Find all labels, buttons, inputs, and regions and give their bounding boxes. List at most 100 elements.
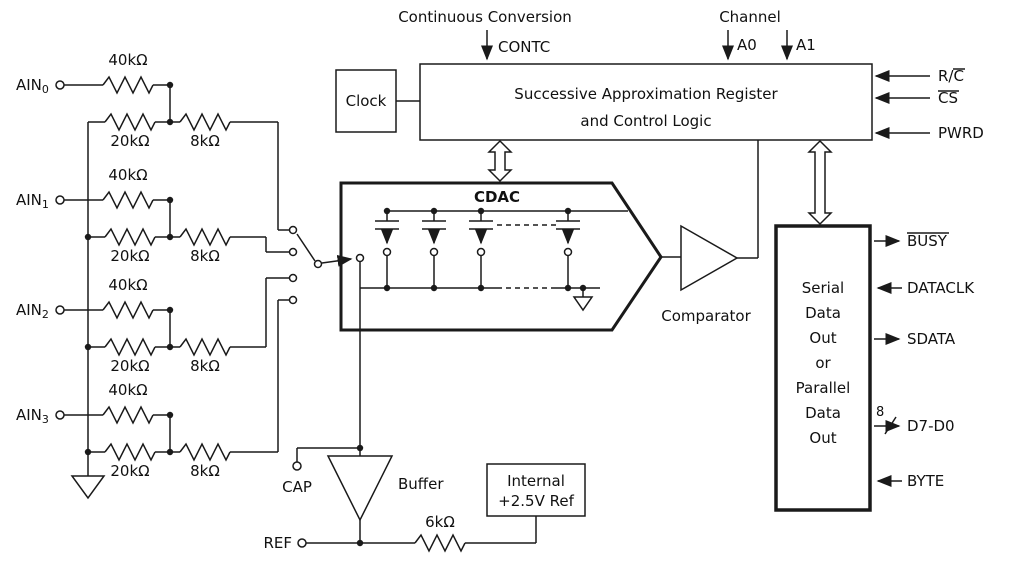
resistor-20k-ch0 [104,113,156,131]
ain0-label: AIN0 [16,76,49,96]
resistor-40k-ch1-label: 40kΩ [108,166,147,184]
sar-cdac-bus-arrow [487,139,513,183]
ground-rail [70,122,106,500]
rc-label: R/C [938,67,964,85]
conversion-annotation: Continuous Conversion CONTC [398,8,572,61]
comparator-to-sar-wire [737,140,759,259]
resistor-20k-ch0-label: 20kΩ [110,132,149,150]
sar-block: Successive Approximation Register and Co… [419,63,873,141]
ain3-label: AIN3 [16,406,49,426]
channel-1-network: AIN1 40kΩ 20kΩ 8kΩ [16,166,289,265]
a1-label: A1 [796,36,816,54]
resistor-40k-ch1 [102,191,154,209]
mux-contact-ch2 [288,273,298,283]
resistor-8k-ch2-label: 8kΩ [190,357,220,375]
channel-2-network: AIN2 40kΩ 20kΩ 8kΩ [16,276,289,375]
bus-width-label: 8 [876,405,884,420]
io-line-7: Out [809,429,836,447]
ain0-terminal [55,80,65,90]
internal-ref-block: Internal +2.5V Ref [486,463,586,517]
internal-ref-line2: +2.5V Ref [498,492,574,510]
resistor-8k-ch2 [179,338,231,356]
ain1-label: AIN1 [16,191,49,211]
cdac-cap-4 [556,207,580,292]
comparator-label: Comparator [661,307,751,325]
contc-label: CONTC [498,38,550,56]
cdac-cap-3 [469,207,493,292]
pwrd-label: PWRD [938,124,984,142]
buffer-label: Buffer [398,475,444,493]
channel-label: Channel [719,8,781,26]
resistor-8k-ch1 [179,228,231,246]
input-mux [288,225,353,305]
comparator: Comparator [661,224,752,325]
io-signals: BUSY DATACLK SDATA 8 D7-D0 BYTE [874,232,975,490]
channel-annotation: Channel A0 A1 [719,8,816,61]
mux-contact-ch1 [288,247,298,257]
a0-label: A0 [737,36,757,54]
resistor-40k-ch2 [102,301,154,319]
ground-symbol [70,475,106,500]
cdac-sample-switch-contact [355,253,365,263]
resistor-8k-ch0 [179,113,231,131]
cdac-cap-1 [375,207,399,292]
channel-3-network: AIN3 40kΩ 20kΩ 8kΩ [16,299,289,480]
io-line-6: Data [805,404,841,422]
bus-width-slash [884,416,897,435]
resistor-6k-label: 6kΩ [425,513,455,531]
clock-block: Clock [335,69,397,133]
ain2-label: AIN2 [16,301,49,321]
dataclk-label: DATACLK [907,279,975,297]
io-line-4: or [815,354,831,372]
d7d0-label: D7-D0 [907,417,955,435]
io-block: Serial Data Out or Parallel Data Out [774,224,872,512]
resistor-20k-ch2-label: 20kΩ [110,357,149,375]
ref-label: REF [263,534,292,552]
clock-label: Clock [346,92,387,110]
ref-terminal [297,538,307,548]
mux-to-cdac-wire [321,254,353,267]
sar-label-line2: and Control Logic [580,112,711,130]
resistor-20k-ch2 [104,338,156,356]
resistor-20k-ch3-label: 20kΩ [110,462,149,480]
reference-section: CAP Buffer REF 6kΩ Internal +2.5V Ref [263,288,586,552]
resistor-40k-ch3 [102,406,154,424]
resistor-6k [414,534,466,552]
cs-label: CS [938,89,958,107]
resistor-8k-ch1-label: 8kΩ [190,247,220,265]
sdata-label: SDATA [907,330,956,348]
internal-ref-line1: Internal [507,472,565,490]
cap-label: CAP [282,478,312,496]
resistor-40k-ch2-label: 40kΩ [108,276,147,294]
channel-0-network: AIN0 40kΩ 20kΩ 8kΩ [16,51,289,231]
continuous-conversion-label: Continuous Conversion [398,8,572,26]
resistor-40k-ch0-label: 40kΩ [108,51,147,69]
resistor-8k-ch3 [179,443,231,461]
mux-switch-blade [296,233,316,262]
resistor-20k-ch1-label: 20kΩ [110,247,149,265]
sar-label-line1: Successive Approximation Register [514,85,778,103]
cdac-label: CDAC [474,188,520,206]
buffer-amplifier [326,455,394,522]
ain2-terminal [55,305,65,315]
busy-label: BUSY [907,232,948,250]
cdac-block: CDAC [339,181,663,332]
resistor-20k-ch1 [104,228,156,246]
io-line-3: Out [809,329,836,347]
ain1-terminal [55,195,65,205]
mux-contact-ch3 [288,295,298,305]
resistor-20k-ch3 [104,443,156,461]
cdac-ground-symbol [572,284,594,312]
resistor-8k-ch3-label: 8kΩ [190,462,220,480]
mux-contact-ch0 [288,225,298,235]
mux-pole [313,259,323,269]
control-inputs: R/C CS PWRD [874,67,984,142]
cap-terminal [292,461,302,471]
io-line-1: Serial [802,279,844,297]
byte-label: BYTE [907,472,944,490]
resistor-40k-ch3-label: 40kΩ [108,381,147,399]
cdac-capacitor-array [355,207,628,312]
resistor-40k-ch0 [102,76,154,94]
sar-io-bus-arrow [807,139,833,226]
